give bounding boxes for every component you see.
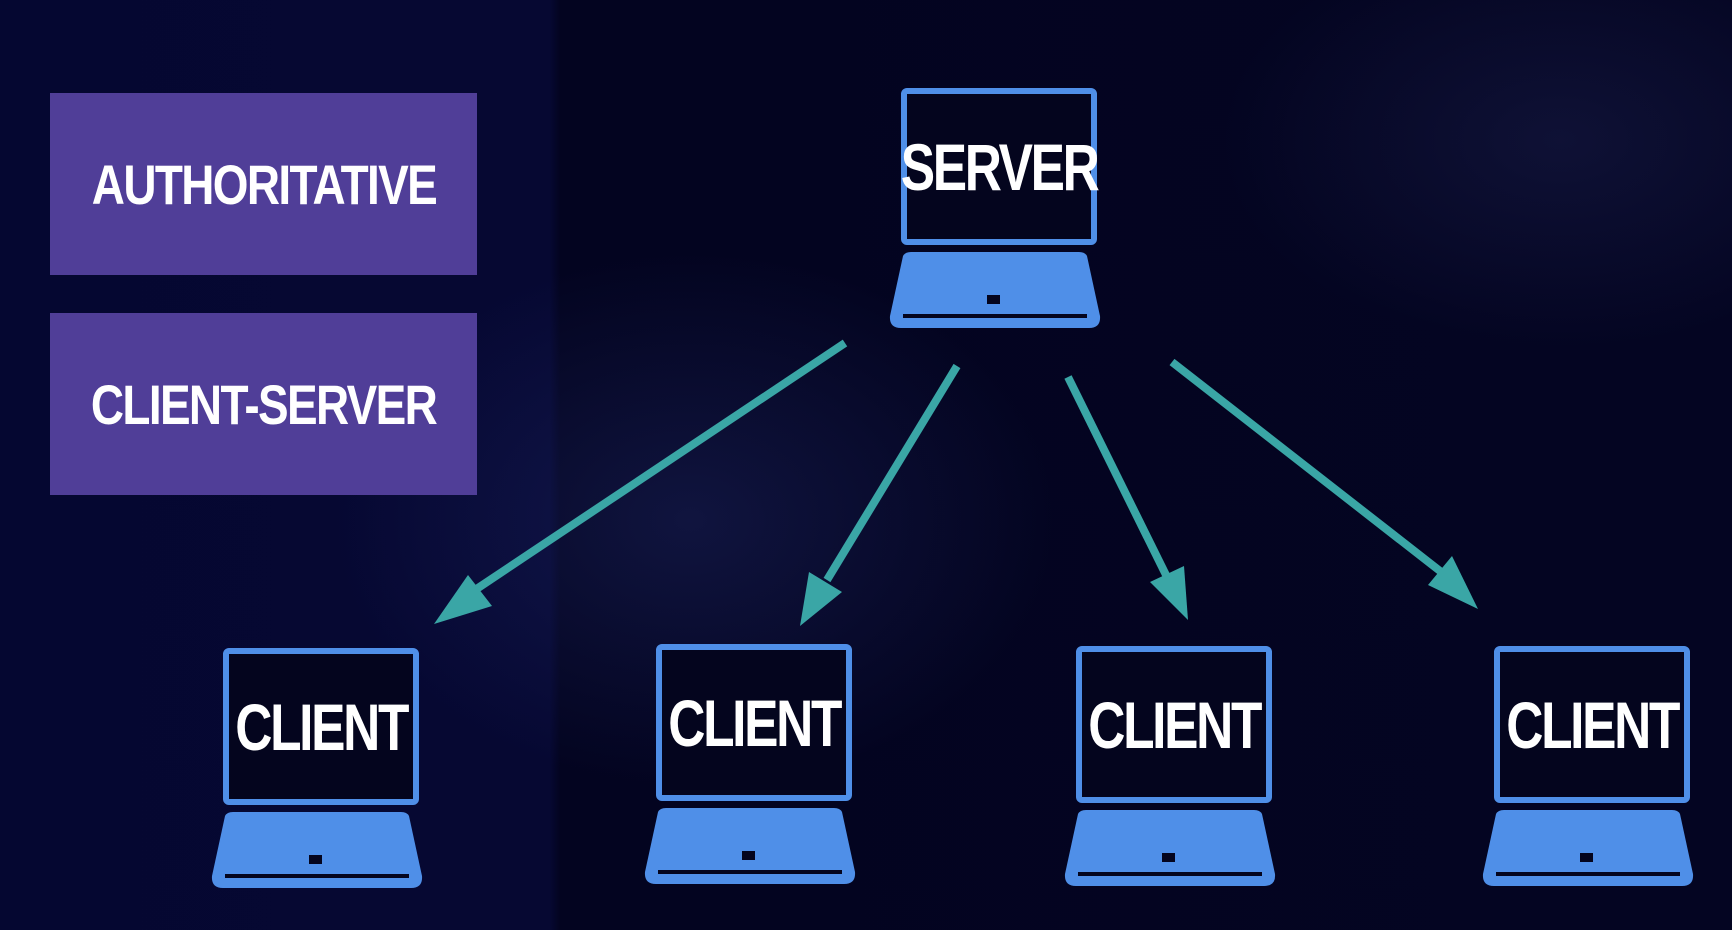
client-laptop-icon: CLIENT: [644, 644, 856, 884]
arrow-head-icon: [800, 572, 842, 626]
client-screen: CLIENT: [223, 648, 419, 805]
laptop-base-icon: [1064, 810, 1276, 886]
server-laptop-icon: SERVER: [889, 88, 1101, 328]
arrow-head-icon: [434, 575, 492, 624]
client-laptop-icon: CLIENT: [1482, 646, 1694, 886]
client-screen: CLIENT: [656, 644, 852, 801]
arrow-icon: [472, 339, 848, 594]
arrow-head-icon: [1428, 556, 1478, 609]
laptop-base-icon: [1482, 810, 1694, 886]
client-server-label-box: CLIENT-SERVER: [50, 313, 477, 495]
server-screen: SERVER: [900, 88, 1100, 245]
client-laptop-icon: CLIENT: [211, 648, 423, 888]
arrow-head-icon: [1150, 566, 1188, 620]
client-label: CLIENT: [668, 685, 842, 760]
client-laptop-icon: CLIENT: [1064, 646, 1276, 886]
laptop-base-icon: [644, 808, 856, 884]
client-screen: CLIENT: [1076, 646, 1272, 803]
client-server-label: CLIENT-SERVER: [90, 372, 438, 436]
arrow-icon: [1169, 358, 1443, 575]
client-label: CLIENT: [235, 689, 409, 764]
authoritative-label-box: AUTHORITATIVE: [50, 93, 477, 275]
server-label: SERVER: [900, 129, 1100, 204]
client-screen: CLIENT: [1494, 646, 1690, 803]
arrow-icon: [1064, 375, 1170, 577]
authoritative-label: AUTHORITATIVE: [91, 152, 437, 216]
client-label: CLIENT: [1088, 687, 1262, 762]
arrow-icon: [823, 363, 961, 583]
client-label: CLIENT: [1506, 687, 1680, 762]
laptop-base-icon: [211, 812, 423, 888]
laptop-base-icon: [889, 252, 1101, 328]
